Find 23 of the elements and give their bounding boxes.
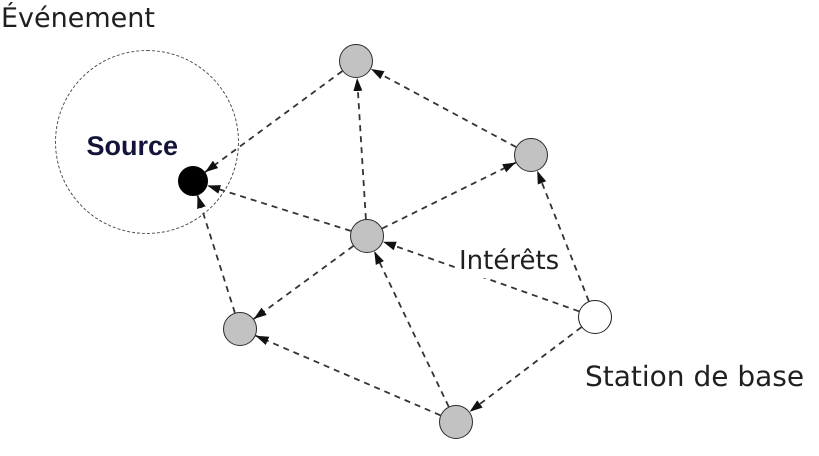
dashed-arrow: [353, 78, 367, 220]
event-label: Événement: [1, 1, 155, 36]
event-range-circle: [55, 50, 239, 234]
dashed-arrow: [536, 170, 590, 302]
dashed-arrow: [204, 70, 343, 173]
dashed-arrow: [382, 162, 516, 230]
base-station-label: Station de base: [585, 359, 804, 395]
sensor-node: [514, 138, 548, 172]
dashed-arrow: [207, 184, 352, 232]
sensor-node: [339, 44, 373, 78]
dashed-arrow: [382, 240, 580, 312]
sensor-node: [439, 405, 473, 439]
sensor-node: [223, 312, 257, 346]
base-station-node: [578, 300, 612, 334]
dashed-arrow: [373, 250, 450, 408]
dashed-arrow: [370, 68, 516, 148]
dashed-arrow: [253, 245, 354, 320]
dashed-arrow: [469, 326, 582, 413]
sensor-node: [350, 219, 384, 253]
dashed-arrow: [196, 195, 236, 314]
dashed-arrow: [255, 334, 441, 416]
source-node: [178, 166, 208, 196]
source-label: Source: [86, 130, 178, 162]
